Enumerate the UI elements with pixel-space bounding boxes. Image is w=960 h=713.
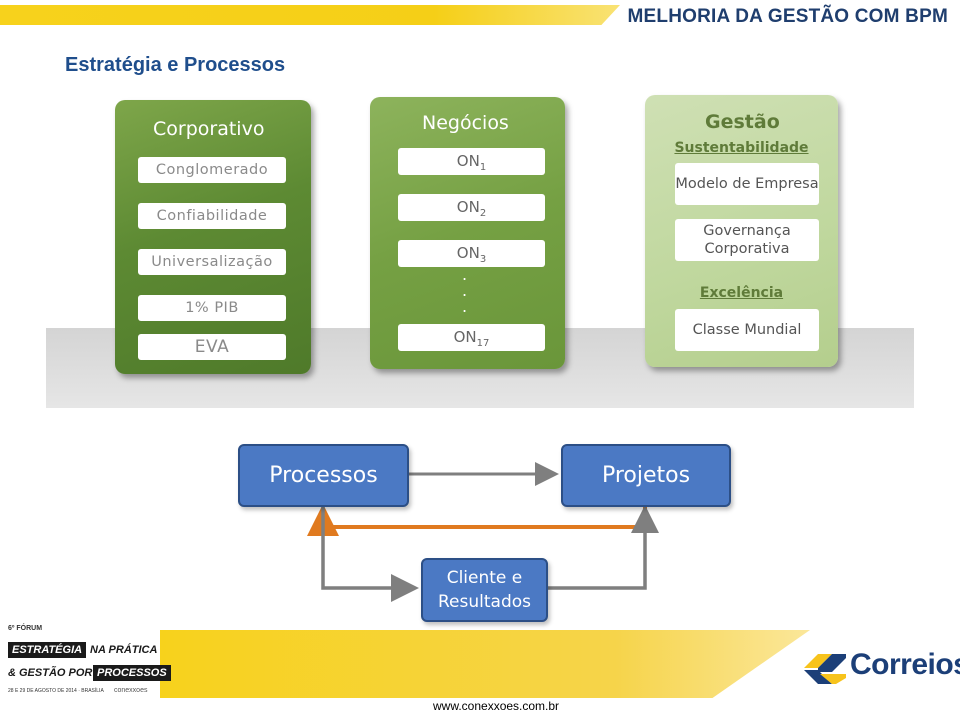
ellipsis-dot-3: . bbox=[462, 297, 468, 316]
ellipsis-dot-1: . bbox=[462, 265, 468, 284]
correios-wordmark: Correios bbox=[850, 648, 960, 681]
arrow-processos-cliente bbox=[321, 505, 419, 602]
forum-tag-estrategia: ESTRATÉGIA bbox=[8, 642, 87, 658]
box-processos: Processos bbox=[238, 444, 409, 507]
header-accent-bar bbox=[0, 5, 620, 25]
item-confiabilidade: Confiabilidade bbox=[138, 203, 286, 229]
item-conglomerado: Conglomerado bbox=[138, 157, 286, 183]
item-on1: ON1 bbox=[398, 148, 545, 175]
item-eva: EVA bbox=[138, 334, 286, 360]
item-on3: ON3 bbox=[398, 240, 545, 267]
panel-title-gestao: Gestão bbox=[705, 111, 780, 133]
footer-accent-band bbox=[160, 630, 810, 698]
forum-dates: 28 E 29 DE AGOSTO DE 2014 · BRASÍLIA bbox=[8, 688, 104, 694]
page-title: MELHORIA DA GESTÃO COM BPM bbox=[627, 6, 948, 27]
item-governanca-corporativa: Governança Corporativa bbox=[675, 219, 819, 261]
cliente-label: Cliente e Resultados bbox=[438, 568, 531, 612]
correios-logo: Correios bbox=[802, 646, 960, 686]
footer-url: www.conexxoes.com.br bbox=[433, 699, 560, 713]
item-on2: ON2 bbox=[398, 194, 545, 221]
forum-tag-na-pratica: NA PRÁTICA bbox=[90, 644, 158, 656]
item-classe-mundial: Classe Mundial bbox=[675, 309, 819, 351]
forum-tag-gestao-por: & GESTÃO POR bbox=[8, 667, 93, 679]
correios-mark-icon bbox=[804, 654, 846, 684]
forum-edition: 6º FÓRUM bbox=[8, 625, 43, 632]
page-subtitle: Estratégia e Processos bbox=[65, 54, 286, 76]
box-projetos: Projetos bbox=[561, 444, 731, 507]
arrow-projetos-processos bbox=[307, 504, 647, 536]
box-cliente-resultados: Cliente e Resultados bbox=[421, 558, 548, 622]
panel-negocios: Negócios ON1 ON2 ON3 . . . ON17 bbox=[370, 97, 565, 369]
heading-excelencia: Excelência bbox=[699, 285, 784, 301]
item-modelo-de-empresa: Modelo de Empresa bbox=[675, 163, 819, 205]
forum-organizer: conexxoes bbox=[114, 687, 148, 694]
panel-gestao: Gestão Sustentabilidade Modelo de Empres… bbox=[645, 95, 838, 367]
heading-sustentabilidade: Sustentabilidade bbox=[674, 140, 809, 156]
item-on17: ON17 bbox=[398, 324, 545, 351]
forum-tag-processos: PROCESSOS bbox=[93, 665, 171, 681]
item-pib: 1% PIB bbox=[138, 295, 286, 321]
arrow-cliente-projetos bbox=[545, 505, 659, 590]
panel-corporativo: Corporativo Conglomerado Confiabilidade … bbox=[115, 100, 311, 374]
panel-title-corporativo: Corporativo bbox=[153, 118, 265, 140]
ellipsis-dot-2: . bbox=[462, 281, 468, 300]
panel-title-negocios: Negócios bbox=[422, 112, 509, 134]
forum-logo: 6º FÓRUM ESTRATÉGIA NA PRÁTICA & GESTÃO … bbox=[4, 625, 171, 700]
item-universalizacao: Universalização bbox=[138, 249, 286, 275]
